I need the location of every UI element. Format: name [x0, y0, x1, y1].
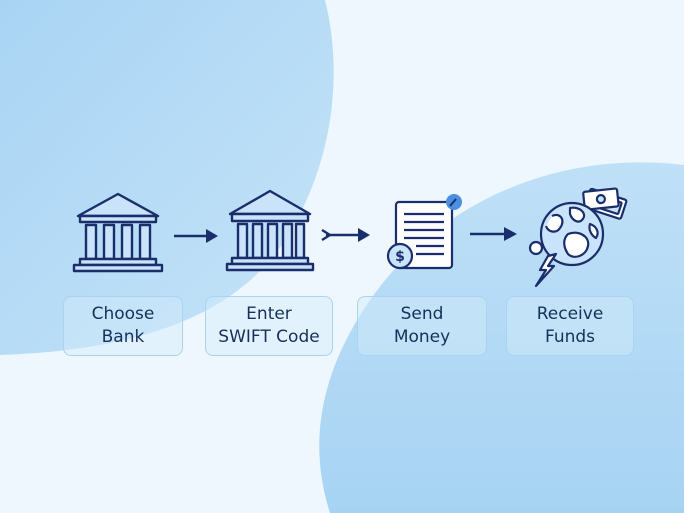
svg-text:$: $ [395, 249, 405, 265]
step-label-line1: Choose [91, 304, 155, 324]
document-dollar-icon: $ [386, 194, 462, 270]
step-label-line1: Receive [536, 304, 604, 324]
step-label-line1: Enter [246, 304, 292, 324]
step-label-line2: Funds [544, 327, 596, 347]
step-label-choose-bank: Choose Bank [63, 296, 183, 356]
globe-money-icon [528, 187, 628, 288]
arrow-right-icon [321, 228, 370, 242]
step-label-line2: Money [393, 327, 451, 347]
step-label-line1: Send [400, 304, 444, 324]
step-label-enter-swift-code: Enter SWIFT Code [205, 296, 333, 356]
step-label-line2: Bank [101, 327, 145, 347]
bank-icon [72, 192, 164, 273]
arrow-right-icon [470, 227, 517, 241]
step-label-receive-funds: Receive Funds [506, 296, 634, 356]
bank-icon [225, 189, 315, 272]
step-label-send-money: Send Money [357, 296, 487, 356]
step-label-line2: SWIFT Code [218, 327, 320, 347]
arrow-right-icon [174, 229, 218, 243]
